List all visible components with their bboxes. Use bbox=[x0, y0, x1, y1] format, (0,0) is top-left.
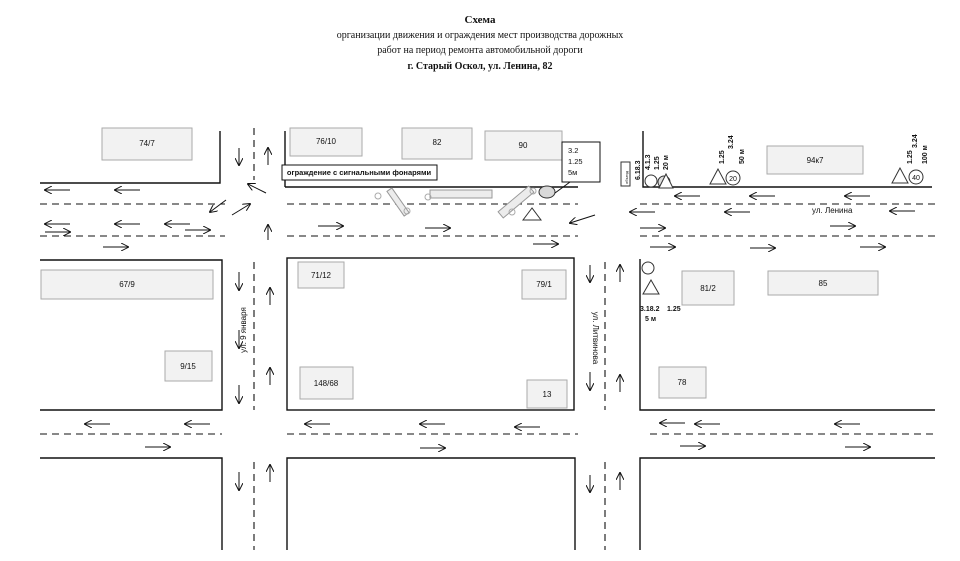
warning-sign-east bbox=[658, 172, 674, 189]
sign-east-4-1-3: 4.1.3 bbox=[645, 154, 652, 170]
sign-cluster-far: 40 1.25 3.24 100 м bbox=[891, 134, 929, 185]
building-82 bbox=[401, 127, 473, 160]
callout-work-box bbox=[561, 141, 601, 183]
building-67-9 bbox=[40, 269, 214, 300]
speed-limit-40: 40 bbox=[912, 175, 920, 182]
warning-sign-south bbox=[642, 278, 660, 295]
sign-mid-3-24: 3.24 bbox=[728, 135, 735, 149]
svg-text:76/10: 76/10 bbox=[316, 137, 337, 146]
work-zone: ограждение с сигнальными фонарями 3.2 1.… bbox=[281, 141, 601, 221]
traffic-arrows bbox=[45, 148, 915, 492]
svg-text:74/7: 74/7 bbox=[139, 139, 155, 148]
sign-east-20m: 20 м bbox=[663, 155, 670, 170]
street-name-lenina: ул. Ленина bbox=[812, 206, 853, 215]
svg-text:9/15: 9/15 bbox=[180, 362, 196, 371]
svg-text:81/2: 81/2 bbox=[700, 284, 716, 293]
lane-dividers bbox=[40, 128, 935, 550]
speed-limit-sign-40 bbox=[908, 169, 924, 185]
signal-fence-right bbox=[497, 185, 535, 219]
sign-south-5m: 5 м bbox=[645, 316, 656, 323]
diagram-subtitle-line2: работ на период ремонта автомобильной до… bbox=[377, 45, 583, 56]
svg-text:67/9: 67/9 bbox=[119, 280, 135, 289]
building-81-2 bbox=[681, 270, 735, 306]
sign-far-1-25: 1.25 bbox=[907, 150, 914, 164]
building-148-68 bbox=[299, 366, 354, 400]
building-85 bbox=[767, 270, 879, 296]
building-90 bbox=[484, 130, 563, 161]
building-79-1 bbox=[521, 269, 567, 300]
building-76-10 bbox=[289, 127, 363, 157]
building-78 bbox=[658, 366, 707, 399]
sign-mid-50m: 50 м bbox=[739, 149, 746, 164]
signal-fence-left bbox=[386, 187, 410, 217]
building-74-7 bbox=[101, 127, 193, 161]
callout-work-line2: 1.25 bbox=[568, 157, 583, 166]
svg-text:94к7: 94к7 bbox=[807, 156, 824, 165]
no-left-turn-sign bbox=[641, 261, 655, 275]
building-71-12 bbox=[297, 261, 345, 289]
svg-text:79/1: 79/1 bbox=[536, 280, 552, 289]
speed-limit-20: 20 bbox=[729, 176, 737, 183]
svg-text:85: 85 bbox=[819, 279, 828, 288]
diagram-address: г. Старый Оскол, ул. Ленина, 82 bbox=[407, 61, 553, 72]
fence-label-box bbox=[281, 164, 438, 181]
sign-east-1-25: 1.25 bbox=[654, 156, 661, 170]
sign-south-3-18-2: 3.18.2 bbox=[640, 306, 660, 313]
sign-cluster-east: объезд 6.18.3 4.1.3 1.25 20 м bbox=[620, 154, 674, 189]
detour-sign-text: объезд bbox=[624, 170, 629, 184]
sign-south-1-25: 1.25 bbox=[667, 306, 681, 313]
svg-text:78: 78 bbox=[678, 378, 687, 387]
warning-sign-mid bbox=[709, 167, 727, 185]
building-labels: 74/7 76/10 82 90 94к7 67/9 71/12 79/1 81… bbox=[119, 137, 828, 399]
street-name-9-yanvarya: ул. 9 января bbox=[239, 307, 248, 353]
sign-cluster-south: 3.18.2 1.25 5 м bbox=[640, 261, 681, 323]
sign-far-100m: 100 м bbox=[922, 145, 929, 164]
svg-text:82: 82 bbox=[433, 138, 442, 147]
callout-work-line3: 5м bbox=[568, 168, 577, 177]
sign-cluster-mid: 20 1.25 3.24 50 м bbox=[709, 135, 746, 186]
signal-lamps bbox=[374, 187, 537, 216]
svg-text:13: 13 bbox=[543, 390, 552, 399]
detour-sign bbox=[620, 161, 631, 187]
svg-text:90: 90 bbox=[519, 141, 528, 150]
callout-work-line1: 3.2 bbox=[568, 146, 578, 155]
building-94k7 bbox=[766, 145, 864, 175]
fence-label: ограждение с сигнальными фонарями bbox=[287, 168, 432, 177]
svg-text:148/68: 148/68 bbox=[314, 379, 339, 388]
diagram-title: Схема bbox=[464, 14, 496, 26]
sign-far-3-24: 3.24 bbox=[912, 134, 919, 148]
speed-limit-sign-20 bbox=[725, 170, 741, 186]
building-9-15 bbox=[164, 350, 213, 382]
street-name-litvinova: ул. Литвинова bbox=[591, 312, 600, 365]
signal-fence-upper bbox=[429, 189, 493, 199]
diagram-subtitle-line1: организации движения и ограждения мест п… bbox=[336, 30, 624, 41]
building-13 bbox=[526, 379, 568, 409]
no-entry-sign bbox=[644, 174, 658, 188]
buildings bbox=[40, 127, 879, 409]
sign-east-6-18-3: 6.18.3 bbox=[635, 160, 642, 180]
work-machine bbox=[538, 185, 556, 199]
sign-mid-1-25: 1.25 bbox=[719, 150, 726, 164]
warning-sign-far bbox=[891, 166, 909, 184]
svg-text:71/12: 71/12 bbox=[311, 271, 332, 280]
warning-sign-roadwork bbox=[522, 207, 542, 221]
